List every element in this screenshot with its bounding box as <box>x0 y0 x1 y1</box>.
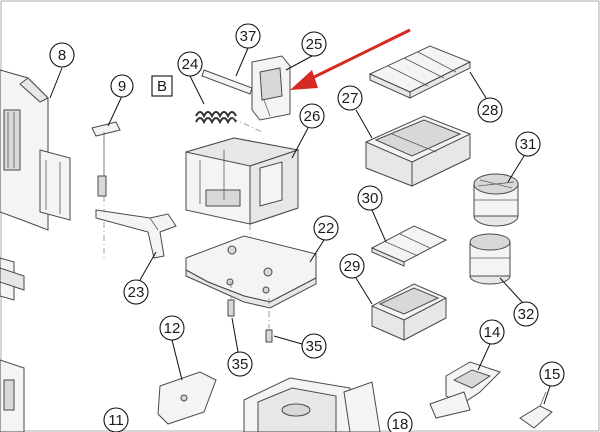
callout-28-number: 28 <box>482 102 499 119</box>
part-base-housing <box>243 377 381 432</box>
callout-23: 23 <box>123 279 149 305</box>
callout-24-number: 24 <box>182 56 199 73</box>
callout-31-number: 31 <box>520 136 537 153</box>
callout-35-left: 35 <box>227 351 253 377</box>
callout-35-right-number: 35 <box>306 338 323 355</box>
callout-15-number: 15 <box>544 366 561 383</box>
callout-35-right: 35 <box>301 333 327 359</box>
callout-11: 11 <box>103 407 129 432</box>
callout-23-number: 23 <box>128 284 145 301</box>
callout-26-number: 26 <box>304 108 321 125</box>
callout-27: 27 <box>337 85 363 111</box>
part-30-small-lid <box>370 225 448 267</box>
part-8-lower-pieces <box>0 257 25 432</box>
callout-30-number: 30 <box>362 190 379 207</box>
part-32-small-barrel <box>469 233 511 285</box>
red-pointer-arrow <box>290 28 411 90</box>
part-14-ramp <box>429 361 501 419</box>
part-29-small-crate <box>371 283 447 341</box>
part-24-spring <box>195 111 263 133</box>
callout-27-number: 27 <box>342 90 359 107</box>
callout-9: 9 <box>110 74 134 98</box>
part-26-block <box>185 137 300 272</box>
part-8-wall <box>0 69 71 231</box>
callout-15: 15 <box>539 361 565 387</box>
callout-28: 28 <box>477 97 503 123</box>
callout-24: 24 <box>177 51 203 77</box>
callout-22: 22 <box>313 215 339 241</box>
part-25-latch <box>251 55 291 121</box>
callout-35-left-number: 35 <box>232 356 249 373</box>
part-12-tag <box>157 371 217 425</box>
part-37-rod <box>201 69 253 95</box>
callout-18: 18 <box>387 411 413 432</box>
part-28-crate-lid <box>368 45 472 99</box>
part-35-screw-a <box>227 282 235 317</box>
part-35-screw-b <box>265 298 273 343</box>
callout-18-number: 18 <box>392 416 409 432</box>
callout-14: 14 <box>479 319 505 345</box>
callout-14-number: 14 <box>484 324 501 341</box>
callout-12-number: 12 <box>164 320 181 337</box>
callout-29: 29 <box>339 253 365 279</box>
callout-11-number: 11 <box>108 412 124 429</box>
part-15-hook <box>519 391 553 429</box>
callout-37-number: 37 <box>240 28 257 45</box>
part-27-crate <box>365 115 471 187</box>
part-23-bracket <box>95 209 177 259</box>
callout-25: 25 <box>301 31 327 57</box>
view-label-b-text: B <box>157 78 167 95</box>
callout-12: 12 <box>159 315 185 341</box>
callout-8-number: 8 <box>58 47 66 64</box>
callout-37: 37 <box>235 23 261 49</box>
callout-30: 30 <box>357 185 383 211</box>
part-22-plate <box>185 235 317 309</box>
callout-22-number: 22 <box>318 220 335 237</box>
leader-lines <box>49 47 551 405</box>
view-label-b: B <box>151 75 173 97</box>
callout-29-number: 29 <box>344 258 361 275</box>
callout-8: 8 <box>49 42 75 68</box>
callout-32: 32 <box>513 301 539 327</box>
part-9-lever <box>91 121 121 260</box>
callout-31: 31 <box>515 131 541 157</box>
callout-32-number: 32 <box>518 306 535 323</box>
callout-25-number: 25 <box>306 36 323 53</box>
callout-26: 26 <box>299 103 325 129</box>
part-31-barrel <box>473 173 519 227</box>
callout-9-number: 9 <box>118 78 126 95</box>
